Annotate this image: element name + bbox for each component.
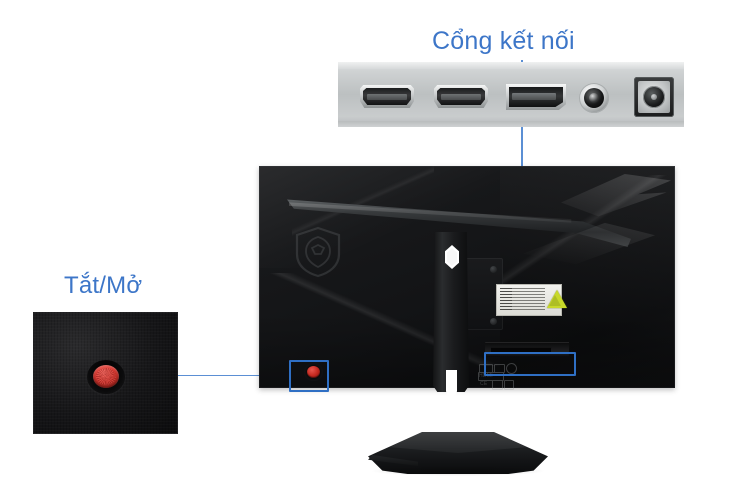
cert-mark bbox=[478, 372, 504, 381]
stand-neck-slit bbox=[446, 370, 457, 396]
callout-label-power: Tắt/Mở bbox=[64, 272, 143, 299]
panel-top-edge bbox=[338, 62, 684, 69]
cert-mark bbox=[492, 380, 503, 390]
vesa-screw bbox=[490, 266, 497, 273]
monitor-power-button[interactable] bbox=[307, 366, 320, 378]
certification-marks: HDMI CE bbox=[477, 362, 573, 390]
displayport-icon bbox=[506, 84, 566, 110]
specification-label bbox=[497, 285, 567, 315]
dc-power-jack-icon bbox=[634, 77, 674, 117]
shading-facet bbox=[483, 174, 675, 304]
label-text-lines bbox=[500, 288, 512, 312]
stand-base-highlight bbox=[389, 432, 527, 453]
highlight-box-port-bay bbox=[484, 352, 576, 376]
cable-hole-inner bbox=[447, 248, 457, 266]
callout-label-ports: Cổng kết nối bbox=[432, 27, 575, 55]
warning-triangle-inner bbox=[549, 295, 561, 306]
stand-shadow bbox=[372, 466, 544, 476]
panel-bottom-edge bbox=[338, 121, 684, 127]
connector-line-power bbox=[132, 375, 297, 376]
cert-mark bbox=[506, 363, 517, 374]
hdmi-port-icon bbox=[360, 85, 414, 108]
cert-mark bbox=[494, 364, 505, 373]
power-button-ridges bbox=[96, 368, 116, 385]
vesa-screw bbox=[490, 318, 497, 325]
stand-base-edge bbox=[368, 455, 418, 466]
highlight-box-power-button bbox=[289, 360, 329, 392]
hdmi-port-icon bbox=[434, 85, 488, 108]
audio-jack-icon bbox=[579, 83, 609, 113]
connectivity-ports-closeup bbox=[338, 62, 684, 127]
cert-mark bbox=[504, 380, 514, 390]
cert-mark bbox=[479, 364, 493, 373]
monitor-back-cover: HDMI CE bbox=[242, 166, 675, 390]
msi-dragon-shield-icon bbox=[295, 226, 341, 278]
msi-gaming-monitor-rear: HDMI CE bbox=[242, 166, 675, 390]
power-button[interactable] bbox=[93, 365, 119, 388]
power-button-closeup bbox=[33, 312, 178, 434]
